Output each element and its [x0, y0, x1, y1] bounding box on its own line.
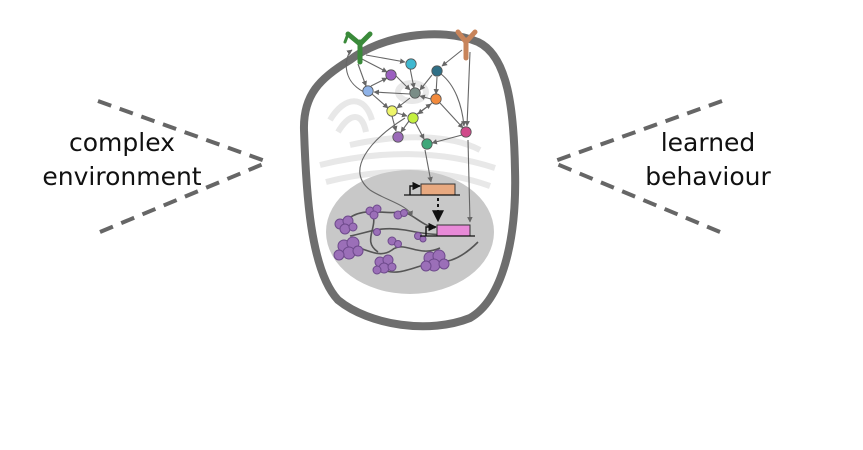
label-left-line-1: complex [69, 128, 175, 157]
promoter-arrow-lower [425, 222, 437, 236]
chromatin-cluster-9 [373, 228, 381, 236]
left-lower-dash-line [99, 160, 269, 234]
edge-g-j [391, 115, 398, 132]
right-lower-dash-line [551, 160, 721, 234]
label-learned-behaviour: learned behaviour [628, 126, 788, 194]
left-upper-dash-line [97, 99, 269, 164]
edge-d-g [371, 93, 389, 109]
edge-c-i [440, 73, 467, 127]
edge-receptor-left-node-b [359, 57, 388, 73]
edge-receptor-left-node-d [357, 63, 367, 87]
chromatin-cluster-6 [420, 249, 450, 272]
gene-upper [404, 181, 460, 196]
receptor-left [343, 31, 373, 65]
network-node [392, 131, 404, 143]
chromatin-cluster-1 [334, 215, 358, 235]
label-right-line-2: behaviour [645, 162, 771, 191]
chromatin-cluster-3 [393, 209, 408, 220]
edge-f-i [439, 102, 464, 129]
edge-f-e [419, 94, 432, 100]
network-node [385, 69, 397, 81]
nucleus [326, 170, 494, 294]
edge-e-d [373, 89, 411, 96]
chromatin-cluster-8 [414, 232, 427, 243]
chromatin-cluster-7 [387, 236, 402, 248]
gene-box-icon [420, 183, 456, 196]
label-left-line-2: environment [42, 162, 202, 191]
edge-h-receptor-arc [359, 117, 413, 217]
edge-d-b [370, 77, 388, 87]
ghost-golgi-1 [319, 151, 496, 171]
network-node [430, 93, 442, 105]
receptor-right [455, 29, 478, 61]
promoter-arrow-upper [409, 181, 421, 195]
edge-k-gene [424, 149, 433, 183]
receptor-icon [343, 31, 373, 65]
edge-h-f [416, 103, 432, 115]
edge-loop-left [345, 49, 365, 93]
edge-receptor-left-node-a [365, 54, 406, 64]
network-edges [345, 49, 473, 223]
ghost-er-1 [327, 98, 375, 122]
cell-membrane [299, 30, 520, 331]
edge-c-f [433, 76, 440, 95]
chromatin-cluster-4 [333, 236, 364, 261]
edge-receptor-right-node-c [441, 49, 463, 67]
ghost-er-2 [335, 114, 369, 134]
label-right-line-1: learned [660, 128, 756, 157]
network-node [386, 105, 398, 117]
edge-b-e [395, 75, 411, 91]
edge-h-j [400, 120, 410, 133]
label-complex-environment: complex environment [32, 126, 212, 194]
edge-e-g [396, 97, 411, 109]
gene-box-icon [436, 224, 471, 237]
receptor-icon [455, 29, 478, 61]
network-node [407, 112, 419, 124]
network-node [431, 65, 443, 77]
network-node [421, 138, 433, 150]
edge-c-e [419, 74, 433, 91]
chromatin-clusters [333, 204, 450, 275]
gene-lower [420, 222, 475, 237]
edge-a-e [409, 67, 416, 89]
left-converging-dashes [97, 99, 269, 234]
right-upper-dash-line [551, 99, 723, 164]
network-node [409, 87, 421, 99]
chromatin-cluster-5 [372, 254, 397, 275]
network-node [405, 58, 417, 70]
chromatin-cluster-2 [365, 204, 382, 220]
network-node [460, 126, 472, 138]
network-nodes [362, 58, 472, 150]
edge-receptor-right-node-i [464, 51, 471, 127]
network-node [362, 85, 374, 97]
right-converging-dashes [551, 99, 723, 234]
edge-i-k [431, 134, 463, 145]
edge-g-h [396, 111, 408, 118]
edge-i-gene [467, 139, 473, 223]
edge-h-k [414, 121, 425, 140]
